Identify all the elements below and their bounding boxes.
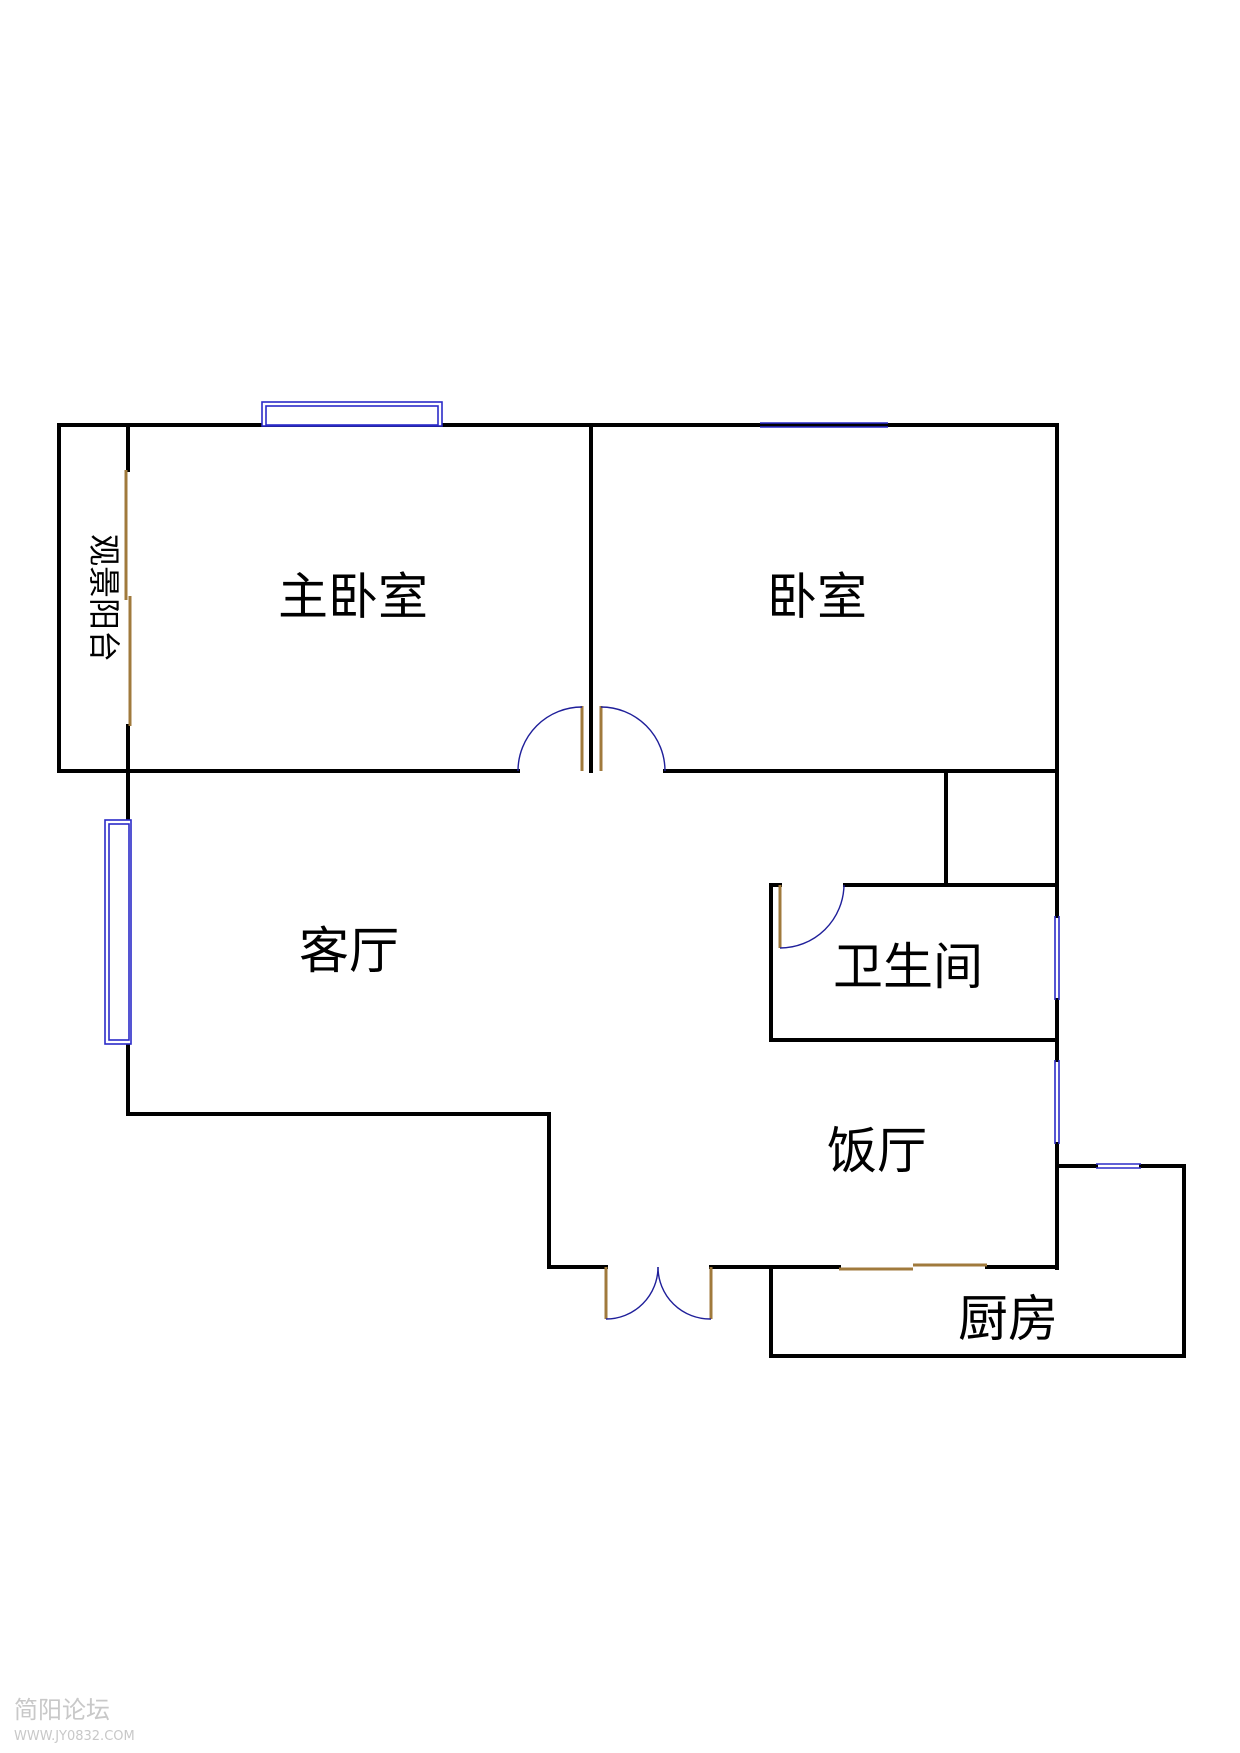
- label-viewing-balcony: 观景阳台: [85, 534, 123, 662]
- windows: [104, 401, 1141, 1169]
- door-bedroom: [599, 706, 666, 772]
- window-living-room-inner: [108, 823, 130, 1041]
- label-master-bedroom: 主卧室: [278, 568, 428, 626]
- label-bedroom: 卧室: [767, 568, 867, 626]
- door-master-bedroom: [517, 706, 584, 772]
- label-kitchen: 厨房: [958, 1290, 1058, 1348]
- label-living-room: 客厅: [299, 922, 399, 980]
- walls: [57, 423, 1186, 1358]
- window-dining: [1054, 1060, 1060, 1144]
- door-entrance: [604, 1266, 713, 1320]
- door-balcony-sliding: [124, 470, 132, 726]
- window-bedroom: [760, 422, 888, 428]
- window-bathroom: [1054, 916, 1060, 1000]
- door-kitchen-sliding: [839, 1263, 987, 1271]
- label-bathroom: 卫生间: [833, 938, 983, 996]
- doors: [124, 470, 987, 1320]
- room-labels: 主卧室 卧室 观景阳台 客厅 卫生间 饭厅 厨房: [85, 534, 1058, 1348]
- label-dining-room: 饭厅: [827, 1122, 927, 1180]
- watermark: 简阳论坛 WWW.JY0832.COM: [14, 1696, 135, 1744]
- door-bathroom: [778, 884, 845, 949]
- watermark-url: WWW.JY0832.COM: [14, 1729, 135, 1744]
- window-kitchen: [1096, 1163, 1141, 1169]
- watermark-site-name: 简阳论坛: [14, 1696, 110, 1724]
- window-master-bedroom-inner: [265, 405, 439, 426]
